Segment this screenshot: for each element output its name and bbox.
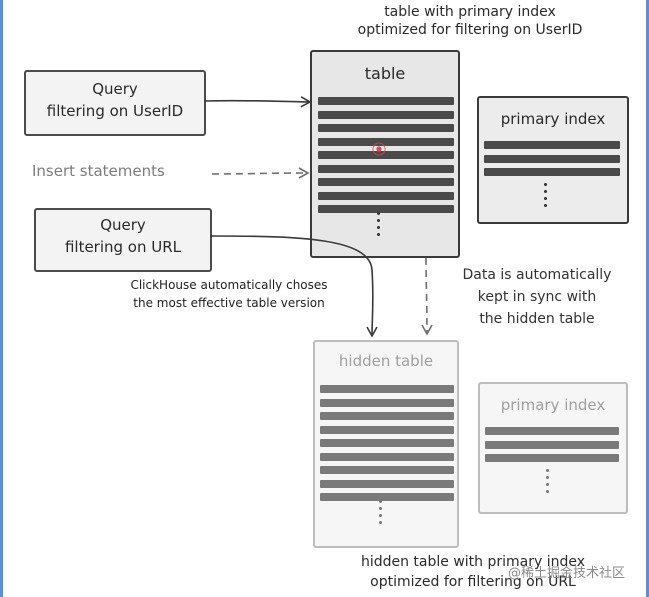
main-table-ellipsis-dot	[376, 226, 380, 229]
hidden-table-row	[320, 385, 454, 393]
main-table-ellipsis-dot	[376, 219, 380, 222]
main-table-row	[318, 110, 454, 119]
sync-note-line2: kept in sync with	[477, 289, 597, 305]
hidden-table-row	[320, 398, 454, 407]
main-table-row	[318, 124, 454, 132]
window-frame-left	[0, 0, 3, 597]
main-table-row	[318, 164, 454, 173]
main-table-row	[318, 178, 454, 186]
hidden-table-label: hidden table	[338, 352, 434, 370]
primary-index-ellipsis-dot	[543, 197, 547, 200]
top-title: table with primary index optimized for f…	[300, 4, 640, 39]
arrow-insert-to-table	[211, 167, 310, 179]
hidden-table-row	[320, 412, 454, 420]
primary-index-label: primary index	[500, 110, 606, 128]
main-table-row	[318, 205, 454, 213]
primary-index-ellipsis-dot	[543, 183, 547, 186]
hidden-primary-index-row	[485, 454, 619, 462]
arrow-query-userid-to-table	[204, 96, 312, 108]
hidden-table-ellipsis-dot	[378, 500, 382, 503]
hidden-primary-index-ellipsis-dot	[545, 469, 549, 472]
top-title-line2: optimized for filtering on UserID	[357, 21, 583, 38]
main-table-row	[318, 137, 454, 146]
query-url-text: Query filtering on URL	[34, 214, 212, 258]
main-table-ellipsis-dot	[376, 212, 380, 215]
query-url-line1: Query	[100, 216, 146, 234]
bottom-title: hidden table with primary index optimize…	[318, 552, 628, 592]
main-table-label: table	[364, 64, 406, 83]
sync-note: Data is automatically kept in sync with …	[436, 264, 638, 330]
hidden-primary-index-row	[485, 440, 619, 449]
hidden-primary-index-row	[485, 427, 619, 435]
query-userid-text: Query filtering on UserID	[24, 78, 206, 122]
hidden-table-ellipsis-dot	[378, 514, 382, 517]
hidden-primary-index-ellipsis-dot	[545, 476, 549, 479]
hidden-table-ellipsis-dot	[378, 507, 382, 510]
choose-note: ClickHouse automatically choses the most…	[118, 276, 340, 312]
hidden-table-row	[320, 452, 454, 461]
window-frame-right	[646, 0, 649, 597]
primary-index-row	[484, 141, 620, 149]
main-table-row	[318, 97, 454, 105]
insert-statements-label: Insert statements	[32, 162, 165, 180]
hidden-primary-index-label: primary index	[500, 396, 606, 414]
primary-index-row	[484, 154, 620, 163]
hidden-table-ellipsis-dot	[378, 521, 382, 524]
primary-index-ellipsis-dot	[543, 204, 547, 207]
hidden-table-row	[320, 493, 454, 501]
hidden-table-row	[320, 425, 454, 434]
hidden-table-row	[320, 439, 454, 447]
hidden-table-row	[320, 479, 454, 488]
primary-index-ellipsis-dot	[543, 190, 547, 193]
hidden-primary-index-ellipsis-dot	[545, 483, 549, 486]
main-table-row	[318, 191, 454, 200]
arrow-table-sync-to-hidden	[421, 257, 433, 336]
query-userid-line1: Query	[92, 80, 138, 98]
bottom-title-line1: hidden table with primary index	[360, 554, 586, 570]
query-url-line2: filtering on URL	[64, 238, 182, 256]
primary-index-row	[484, 168, 620, 176]
top-title-line1: table with primary index	[384, 4, 556, 20]
query-userid-line2: filtering on UserID	[46, 102, 184, 120]
sync-note-line1: Data is automatically	[462, 267, 612, 283]
sync-note-line3: the hidden table	[479, 311, 595, 327]
choose-note-line2: the most effective table version	[133, 296, 325, 310]
main-table-ellipsis-dot	[376, 233, 380, 236]
main-table-row	[318, 151, 454, 159]
bottom-title-line2: optimized for filtering on URL	[370, 574, 576, 590]
query-url-box	[34, 208, 212, 272]
hidden-primary-index-ellipsis-dot	[545, 490, 549, 493]
watermark-text: @稀土掘金技术社区	[508, 566, 626, 581]
query-userid-box	[24, 70, 206, 136]
choose-note-line1: ClickHouse automatically choses	[130, 278, 328, 292]
hidden-table-row	[320, 466, 454, 474]
